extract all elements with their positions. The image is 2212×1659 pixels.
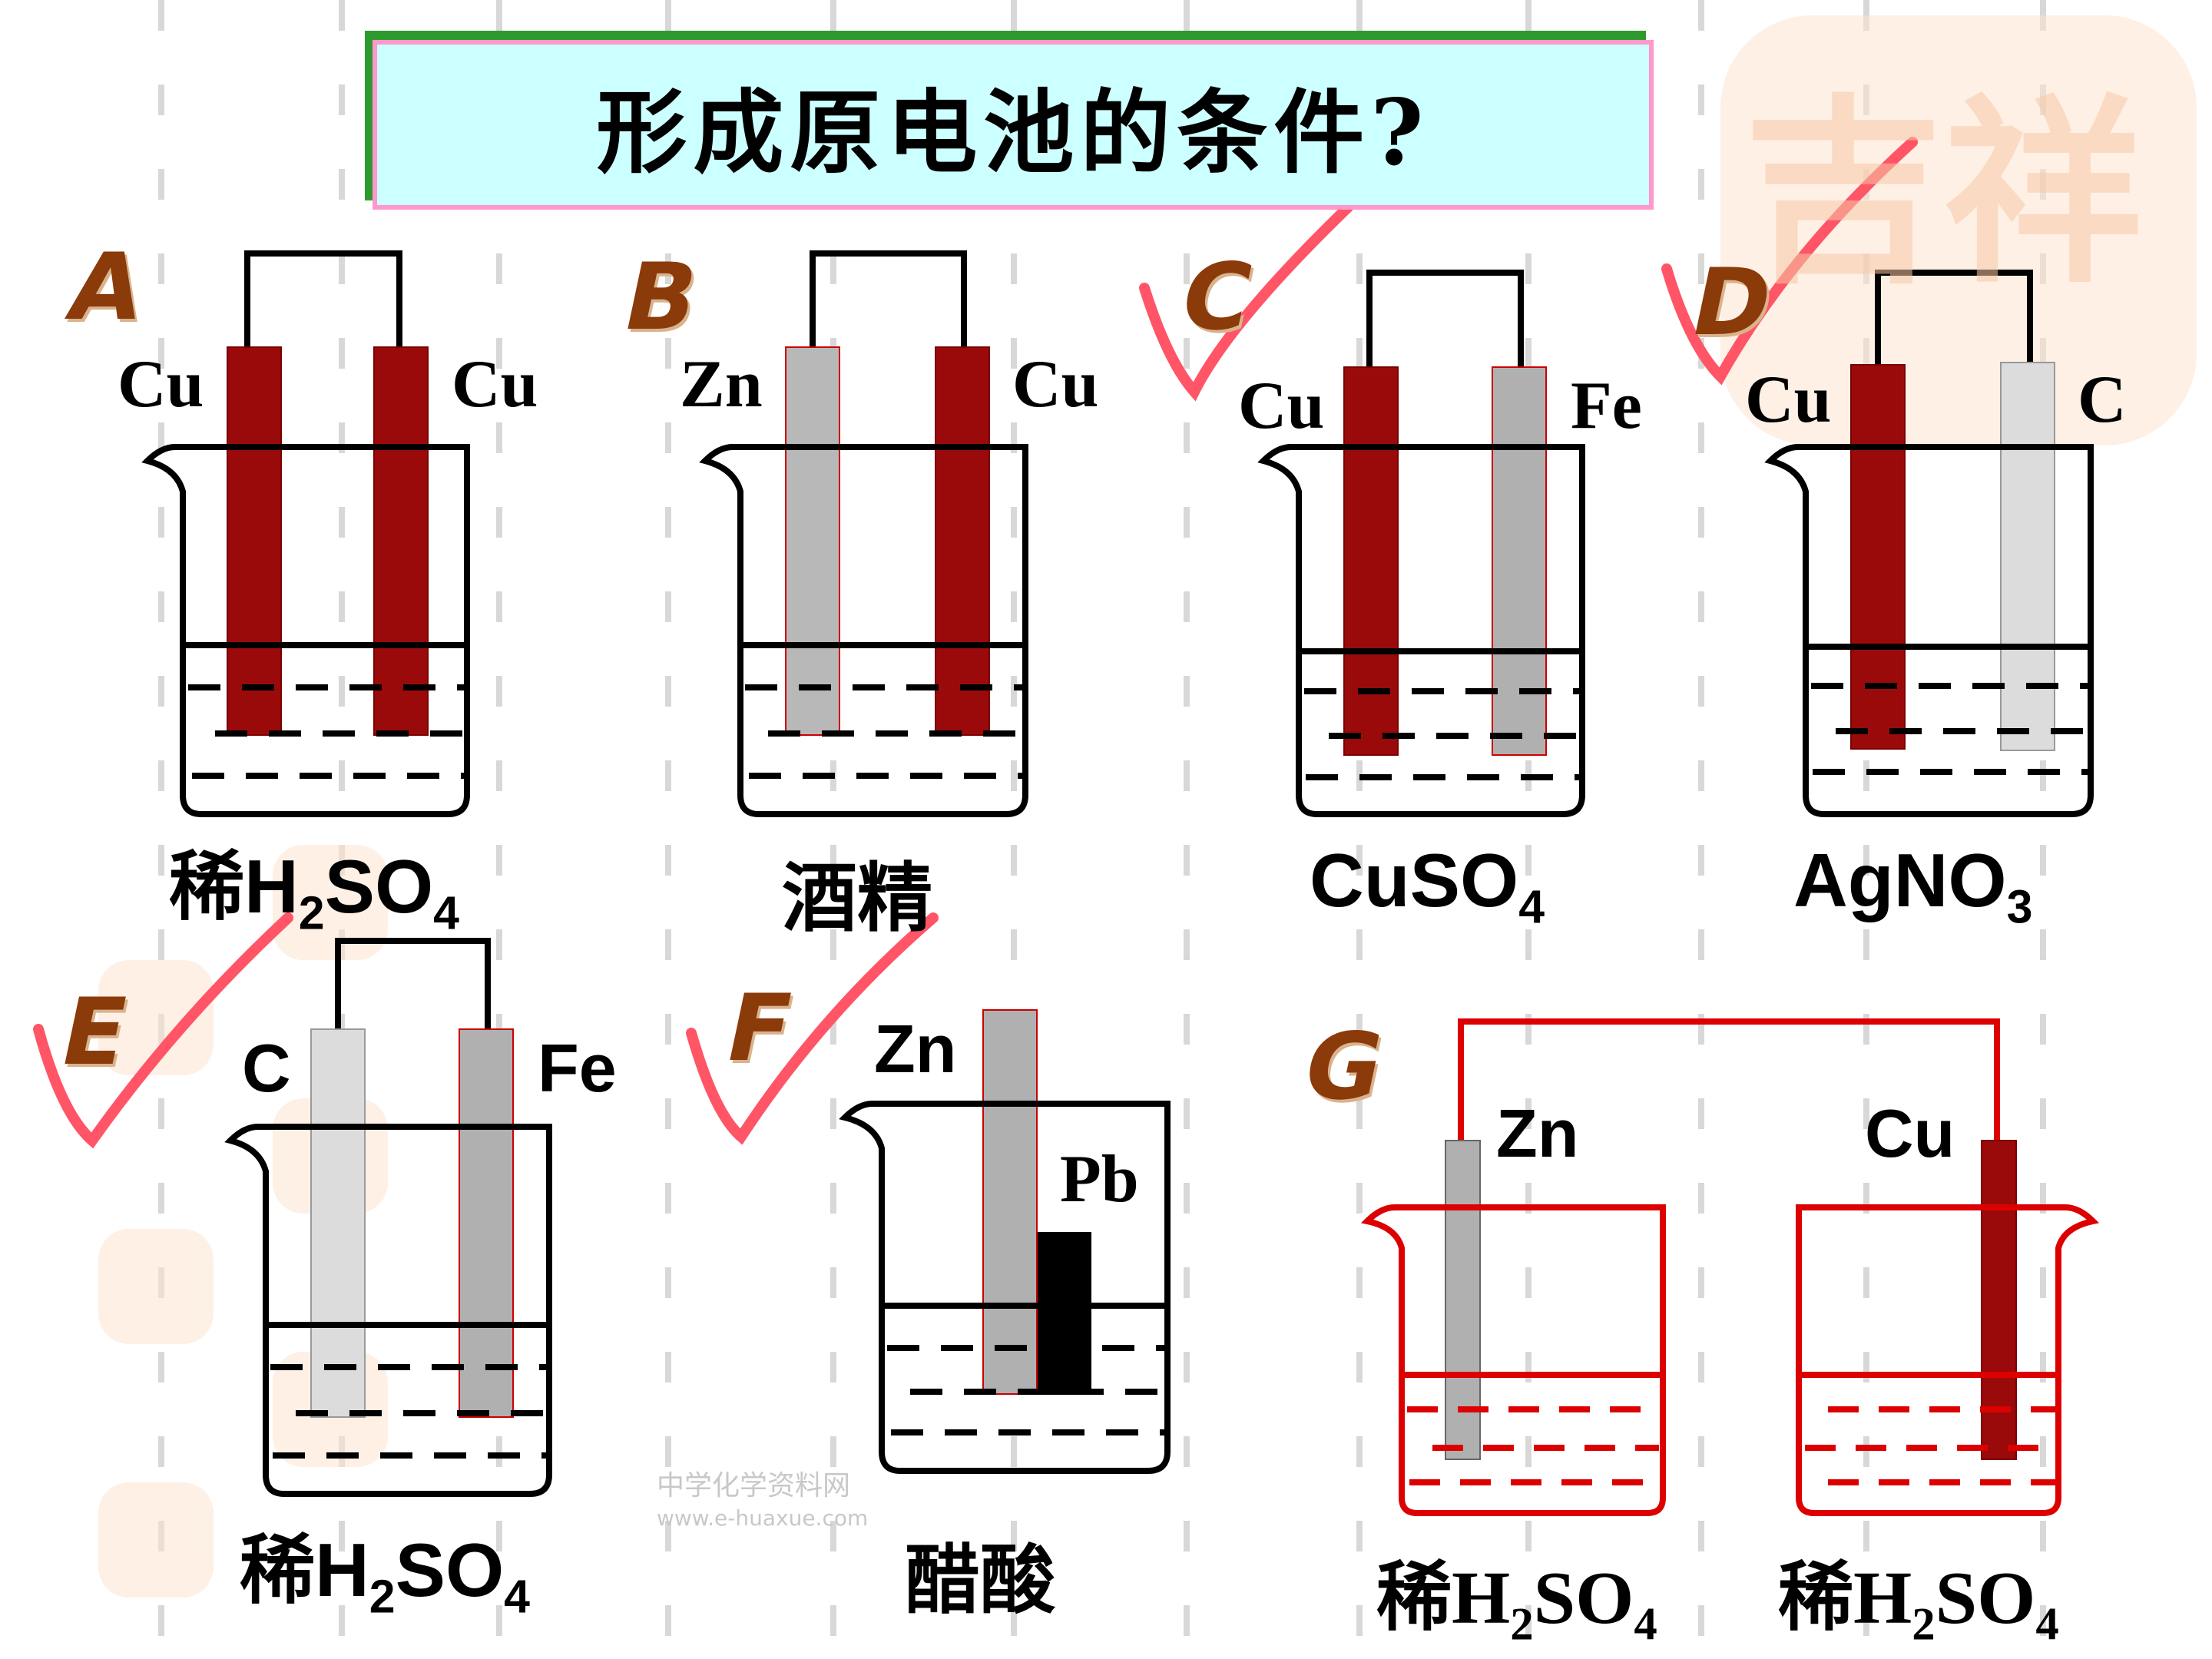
beaker-c — [1257, 444, 1585, 817]
solution-label-c: CuSO4 — [1310, 838, 1545, 933]
wire-c — [1366, 270, 1524, 369]
electrode-b-right — [935, 346, 990, 736]
solution-label-g-left: 稀H2SO4 — [1376, 1557, 1657, 1651]
electrode-a-right — [373, 346, 429, 736]
beaker-g-right — [1796, 1204, 2100, 1516]
electrode-label-a-right: Cu — [452, 347, 538, 422]
solution-label-b: 酒精 — [782, 856, 933, 940]
electrode-label-d-right: C — [2078, 363, 2127, 437]
electrode-e-right — [459, 1028, 514, 1418]
wire-b — [810, 250, 967, 349]
beaker-e — [224, 1124, 552, 1497]
check-mark-e — [33, 912, 293, 1149]
check-mark-f — [686, 912, 939, 1145]
title-box: 形成原电池的条件? — [373, 40, 1654, 210]
watermark-url: www.e-huaxue.com — [657, 1505, 869, 1531]
liquid-lines-b — [745, 684, 1023, 779]
liquid-lines-f — [887, 1345, 1165, 1435]
electrode-e-left — [310, 1028, 366, 1418]
solution-label-a: 稀H2SO4 — [169, 844, 459, 939]
beaker-g-left — [1360, 1204, 1666, 1516]
electrode-d-left — [1850, 364, 1906, 750]
watermark-site-name: 中学化学资料网 — [657, 1470, 851, 1502]
wire-d — [1875, 270, 2033, 367]
cell-c — [1257, 270, 1585, 817]
page-title: 形成原电池的条件? — [596, 79, 1430, 186]
beaker-b — [699, 444, 1028, 817]
cell-g — [1360, 1018, 2100, 1516]
electrode-d-right — [2000, 362, 2055, 751]
electrode-label-a-left: Cu — [118, 347, 204, 422]
electrode-label-d-left: Cu — [1745, 363, 1832, 437]
liquid-lines-g — [1407, 1406, 2055, 1485]
electrode-label-g-zn: Zn — [1496, 1095, 1579, 1171]
solution-label-f: 醋酸 — [905, 1538, 1056, 1622]
electrode-label-e-right: Fe — [538, 1030, 617, 1106]
solution-label-d: AgNO3 — [1793, 838, 2033, 933]
electrode-label-e-left: C — [242, 1030, 291, 1106]
wire-g — [1458, 1018, 2000, 1144]
decor-seal-large — [1720, 15, 2197, 445]
electrode-label-b-left: Zn — [680, 347, 763, 422]
liquid-lines-e — [270, 1364, 547, 1459]
solution-label-e: 稀H2SO4 — [240, 1528, 530, 1623]
cell-d — [1764, 270, 2094, 817]
beaker-f — [839, 1101, 1171, 1474]
cell-b — [699, 250, 1028, 817]
cell-f — [839, 1009, 1171, 1474]
electrode-b-left — [785, 346, 840, 736]
electrode-label-c-left: Cu — [1238, 369, 1325, 443]
decor-seal-text: 吉祥 — [1743, 76, 2143, 310]
electrode-g-zn — [1445, 1140, 1481, 1460]
electrode-label-f-zn: Zn — [874, 1011, 957, 1087]
wire-a — [244, 250, 402, 349]
liquid-lines-a — [188, 684, 465, 779]
check-marks — [33, 137, 1918, 1149]
electrode-g-cu — [1981, 1140, 2017, 1460]
electrode-c-left — [1343, 366, 1399, 756]
electrode-label-c-right: Fe — [1571, 369, 1642, 443]
wire-e — [335, 938, 491, 1033]
beaker-a — [141, 444, 470, 817]
check-mark-d — [1661, 137, 1918, 386]
electrode-label-g-cu: Cu — [1865, 1095, 1955, 1171]
electrode-label-b-right: Cu — [1012, 347, 1099, 422]
solution-label-g-right: 稀H2SO4 — [1778, 1557, 2059, 1651]
electrode-f-zn — [982, 1009, 1038, 1395]
cell-e — [224, 938, 552, 1497]
electrode-c-right — [1492, 366, 1547, 756]
liquid-lines-c — [1304, 688, 1580, 780]
liquid-lines-d — [1811, 683, 2088, 775]
electrode-label-f-pb: Pb — [1060, 1142, 1139, 1217]
electrode-a-left — [227, 346, 282, 736]
beaker-d — [1764, 444, 2094, 817]
check-mark-c — [1139, 202, 1353, 402]
electrode-f-pb — [1038, 1232, 1091, 1395]
cell-a — [141, 250, 470, 817]
